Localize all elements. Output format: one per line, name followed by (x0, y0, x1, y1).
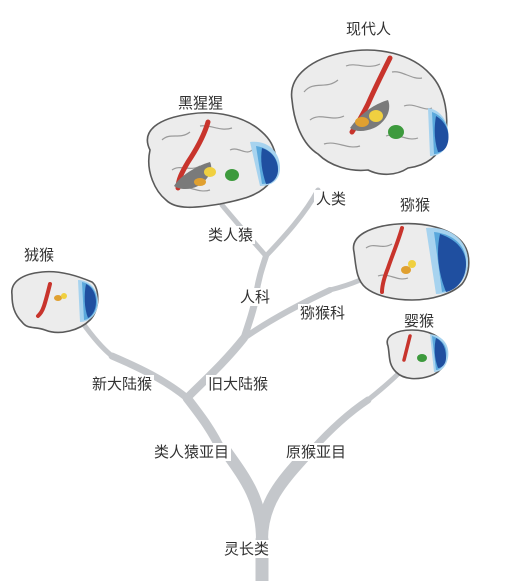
label-humans: 人类 (314, 190, 349, 208)
modern-human-frontal-area (388, 125, 404, 139)
new-world-branch (108, 352, 191, 402)
hominoids-to-humans (263, 187, 321, 259)
macaque-gyri (365, 243, 409, 280)
modern-human-brain (290, 49, 449, 176)
label-hominidae: 人科 (238, 288, 273, 306)
chimpanzee-brain (146, 112, 280, 209)
galago-visual-dark (434, 338, 446, 368)
modern-human-gyri (303, 63, 433, 148)
capuchin-motor-strip (36, 282, 52, 318)
label-prosimii: 原猴亚目 (284, 443, 349, 461)
capuchin-language-area-2 (61, 293, 67, 299)
galago-frontal-area (417, 354, 427, 362)
modern-human-language-area (355, 117, 369, 127)
label-modern-human: 现代人 (346, 20, 392, 38)
chimpanzee-visual-dark (261, 148, 278, 184)
capuchin-brain-outline (11, 270, 99, 334)
macaque-language-area (401, 266, 411, 274)
chimpanzee-language-area-2 (204, 167, 216, 177)
label-macaque: 猕猴 (400, 196, 431, 214)
label-capuchin: 狨猴 (24, 246, 55, 264)
galago-motor-strip (402, 334, 412, 362)
label-new-world-monkeys: 新大陆猴 (90, 375, 155, 393)
macaque-motor-strip (380, 226, 404, 294)
capuchin-visual-dark (84, 284, 96, 318)
chimpanzee-language-area (194, 178, 206, 186)
root-fork-right (256, 444, 316, 546)
modern-human-language-area-2 (369, 110, 383, 122)
macaque-visual-dark (438, 234, 466, 292)
chimpanzee-frontal-area (225, 169, 239, 181)
label-anthropoidea: 类人猿亚目 (152, 443, 232, 461)
prosimii-to-galago (365, 369, 403, 403)
label-galago: 婴猴 (404, 312, 435, 330)
capuchin-brain (11, 270, 99, 334)
macaque-language-area-2 (408, 260, 416, 268)
label-chimpanzee: 黑猩猩 (178, 94, 224, 112)
label-primates: 灵长类 (222, 540, 272, 558)
label-old-world-monkeys: 旧大陆猴 (206, 375, 271, 393)
old-world-branch (183, 334, 248, 402)
cercopithecidae-branch (241, 287, 333, 341)
root-fork-left (219, 444, 268, 546)
galago-brain (386, 329, 449, 380)
label-cercopithecidae: 猕猴科 (298, 304, 348, 322)
macaque-brain (352, 222, 470, 301)
capuchin-language-area (54, 295, 62, 301)
label-hominoids: 类人猿 (206, 226, 256, 244)
modern-human-visual-dark (434, 116, 449, 152)
new-world-to-capuchin (79, 319, 115, 359)
